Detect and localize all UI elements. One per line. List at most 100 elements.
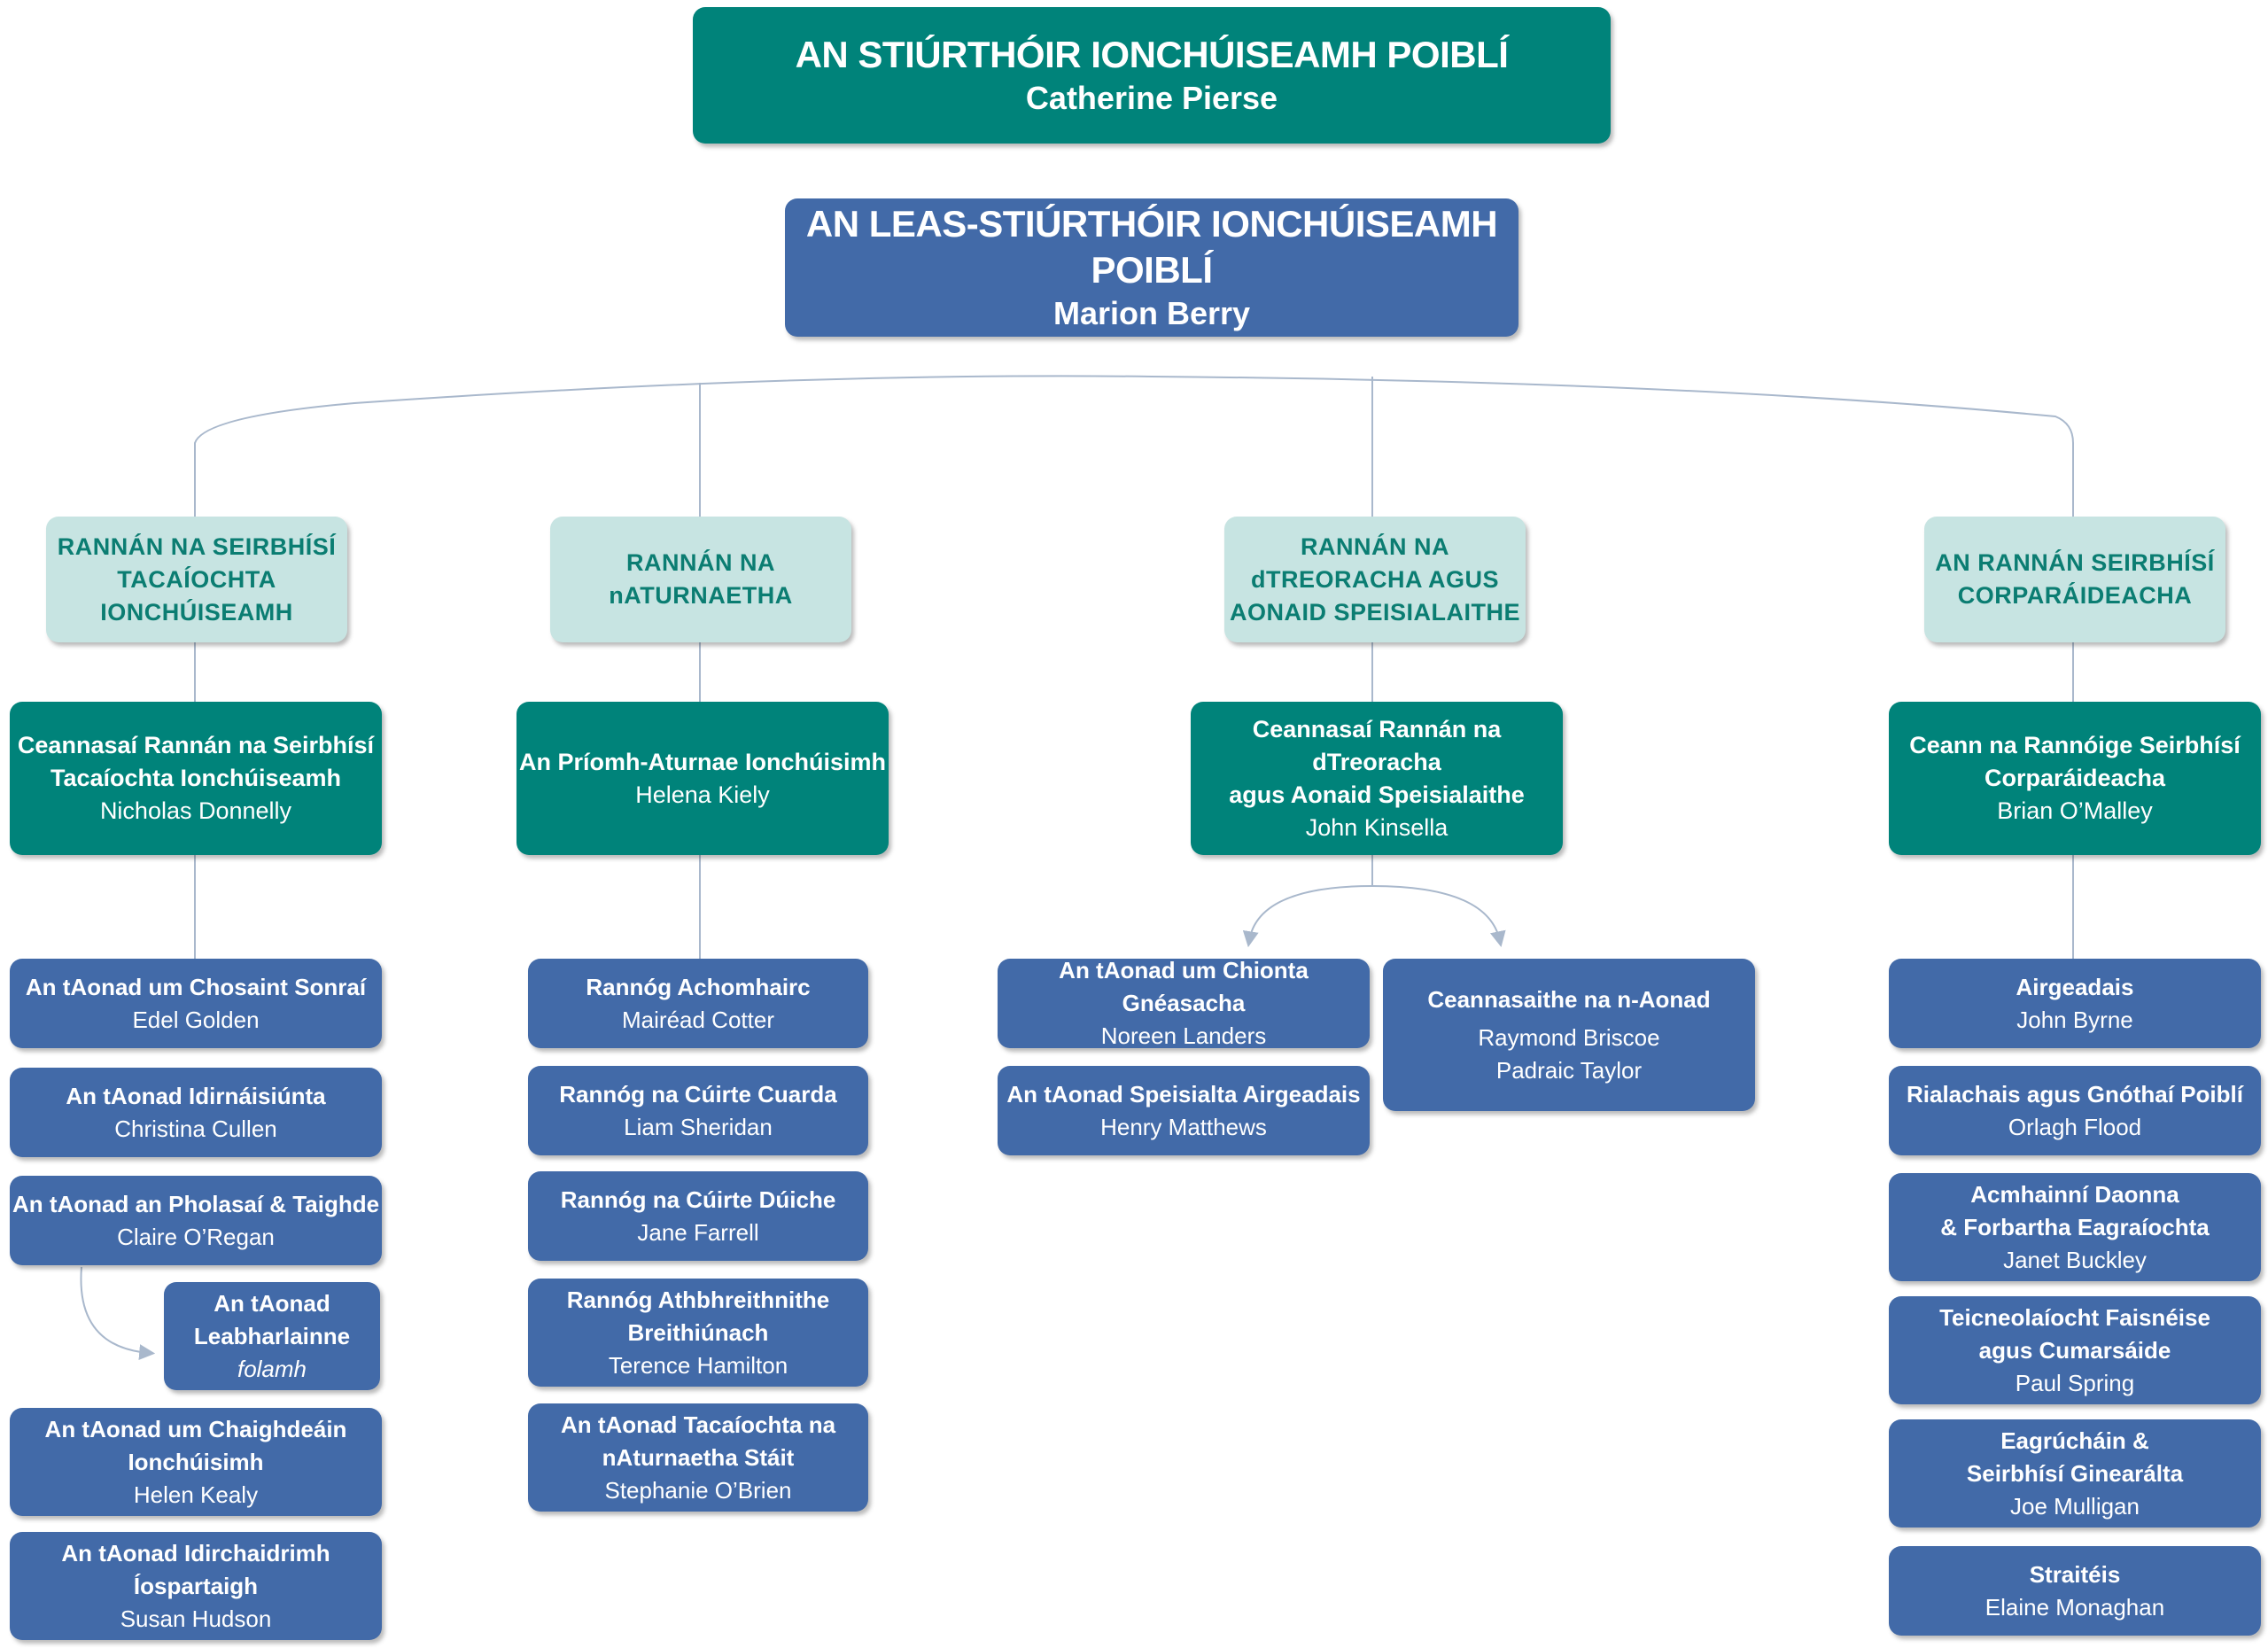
unit-title-line: Teicneolaíocht Faisnéise — [1939, 1303, 2210, 1331]
unit-title-line: Rannóg na Cúirte Cuarda — [559, 1080, 837, 1108]
unit-box: Rannóg na Cúirte Dúiche Jane Farrell — [528, 1171, 868, 1261]
division-label-solicitors: RANNÁN NA nATURNAETHA — [550, 517, 851, 642]
unit-title-line: agus Cumarsáide — [1978, 1336, 2171, 1364]
unit-title-line: Eagrúcháin & — [2000, 1426, 2149, 1454]
unit-box: Teicneolaíocht Faisnéise agus Cumarsáide… — [1889, 1296, 2261, 1404]
unit-title-line: Rannóg Athbhreithnithe — [566, 1286, 830, 1313]
unit-name: Helen Kealy — [133, 1481, 259, 1508]
unit-title-line: Rannóg Achomhairc — [586, 973, 811, 1000]
head-box-directions: Ceannasaí Rannán na dTreoracha agus Aona… — [1191, 702, 1563, 855]
unit-box: Airgeadais John Byrne — [1889, 959, 2261, 1048]
head-box-corporate: Ceann na Rannóige Seirbhísí Corparáideac… — [1889, 702, 2261, 855]
division-label-line: RANNÁN NA — [626, 549, 775, 576]
unit-name: Mairéad Cotter — [622, 1006, 774, 1033]
division-label-corporate: AN RANNÁN SEIRBHÍSÍ CORPARÁIDEACHA — [1924, 517, 2225, 642]
unit-title-line: Seirbhísí Ginearálta — [1966, 1459, 2184, 1487]
unit-name: Paul Spring — [2015, 1369, 2135, 1396]
unit-title-line: An tAonad um Chosaint Sonraí — [25, 973, 367, 1000]
unit-title-line: An tAonad — [214, 1289, 330, 1317]
division-label-prosecution-support: RANNÁN NA SEIRBHÍSÍ TACAÍOCHTA IONCHÚISE… — [46, 517, 347, 642]
unit-title-line: Rialachais agus Gnóthaí Poiblí — [1907, 1080, 2243, 1108]
unit-box: Rannóg Achomhairc Mairéad Cotter — [528, 959, 868, 1048]
unit-box: An tAonad um Chosaint Sonraí Edel Golden — [10, 959, 382, 1048]
unit-title-line: Leabharlainne — [193, 1322, 351, 1349]
deputy-title: AN LEAS-STIÚRTHÓIR IONCHÚISEAMH POIBLÍ — [805, 203, 1498, 291]
division-label-directions: RANNÁN NA dTREORACHA AGUS AONAID SPEISIA… — [1224, 517, 1526, 642]
unit-title-line: An tAonad Idirnáisiúnta — [66, 1082, 326, 1109]
head-title-line: Ceann na Rannóige Seirbhísí — [1909, 732, 2241, 758]
head-name: Brian O’Malley — [1997, 797, 2153, 824]
unit-name: Elaine Monaghan — [1984, 1593, 2165, 1621]
unit-box: An tAonad Speisialta Airgeadais Henry Ma… — [998, 1066, 1370, 1155]
unit-title-line: An tAonad Idirchaidrimh — [61, 1539, 330, 1566]
unit-name: Jane Farrell — [637, 1218, 759, 1246]
unit-name: John Byrne — [2016, 1006, 2133, 1033]
director-box: AN STIÚRTHÓIR IONCHÚISEAMH POIBLÍ Cather… — [693, 7, 1611, 144]
unit-title-line: An tAonad um Chionta Gnéasacha — [1059, 957, 1309, 1016]
split-arrow-right — [1371, 885, 1506, 948]
head-title-line: Ceannasaí Rannán na Seirbhísí — [17, 732, 375, 758]
split-arrow-left — [1242, 885, 1373, 948]
unit-name: Joe Mulligan — [2010, 1492, 2140, 1520]
director-name: Catherine Pierse — [1025, 80, 1278, 116]
division-label-line: AN RANNÁN SEIRBHÍSÍ — [1935, 549, 2215, 576]
unit-box-unit-heads: Ceannasaithe na n-Aonad Raymond Briscoe … — [1383, 959, 1755, 1111]
division-label-line: IONCHÚISEAMH — [100, 598, 293, 626]
unit-box: Rannóg Athbhreithnithe Breithiúnach Tere… — [528, 1279, 868, 1387]
unit-name: Padraic Taylor — [1495, 1056, 1643, 1084]
unit-name: Stephanie O’Brien — [604, 1476, 792, 1504]
unit-name: Edel Golden — [132, 1006, 260, 1033]
unit-name: Henry Matthews — [1100, 1113, 1267, 1140]
unit-box: An tAonad um Chaighdeáin Ionchúisimh Hel… — [10, 1408, 382, 1516]
division-label-line: CORPARÁIDEACHA — [1957, 582, 2193, 609]
unit-box: An tAonad an Pholasaí & Taighde Claire O… — [10, 1176, 382, 1265]
unit-name: Claire O’Regan — [117, 1223, 275, 1250]
unit-title-line: nAturnaetha Stáit — [602, 1443, 795, 1471]
deputy-box: AN LEAS-STIÚRTHÓIR IONCHÚISEAMH POIBLÍ M… — [785, 198, 1518, 337]
division-label-line: nATURNAETHA — [609, 582, 793, 609]
unit-name: Janet Buckley — [2003, 1246, 2147, 1273]
unit-title-line: & Forbartha Eagraíochta — [1940, 1213, 2210, 1240]
unit-box: Rialachais agus Gnóthaí Poiblí Orlagh Fl… — [1889, 1066, 2261, 1155]
unit-title-line: Ceannasaithe na n-Aonad — [1427, 985, 1711, 1013]
unit-name: Christina Cullen — [114, 1115, 277, 1142]
unit-title-line: Breithiúnach — [627, 1318, 769, 1346]
division-label-line: TACAÍOCHTA — [117, 565, 276, 593]
unit-title-line: An tAonad Speisialta Airgeadais — [1006, 1080, 1361, 1108]
head-title-line: Corparáideacha — [1984, 765, 2166, 791]
unit-title-line: Airgeadais — [2016, 973, 2134, 1000]
unit-name: Susan Hudson — [120, 1605, 272, 1632]
division-branch-arc — [194, 375, 2074, 517]
head-name: Helena Kiely — [635, 781, 770, 808]
library-arrow — [80, 1266, 156, 1361]
head-box-solicitors: An Príomh-Aturnae Ionchúisimh Helena Kie… — [517, 702, 889, 855]
unit-title-line: Ionchúisimh — [128, 1448, 264, 1475]
unit-title-line: Straitéis — [2029, 1560, 2121, 1588]
unit-title-line: An tAonad um Chaighdeáin — [44, 1415, 347, 1442]
unit-title-line: An tAonad an Pholasaí & Taighde — [12, 1190, 380, 1217]
deputy-name: Marion Berry — [1052, 295, 1251, 331]
head-title-line: Ceannasaí Rannán na dTreoracha — [1252, 715, 1502, 775]
unit-name: Terence Hamilton — [608, 1351, 788, 1379]
unit-box: Rannóg na Cúirte Cuarda Liam Sheridan — [528, 1066, 868, 1155]
head-title-line: agus Aonaid Speisialaithe — [1229, 781, 1525, 808]
unit-box: An tAonad Idirnáisiúnta Christina Cullen — [10, 1068, 382, 1157]
division-label-line: dTREORACHA AGUS — [1251, 565, 1499, 593]
unit-box: An tAonad Idirchaidrimh Íospartaigh Susa… — [10, 1532, 382, 1640]
head-name: John Kinsella — [1305, 813, 1449, 841]
unit-title-line: Rannóg na Cúirte Dúiche — [560, 1185, 836, 1213]
unit-name: Noreen Landers — [1100, 1022, 1267, 1049]
unit-box: Eagrúcháin & Seirbhísí Ginearálta Joe Mu… — [1889, 1419, 2261, 1528]
unit-name: Orlagh Flood — [2008, 1113, 2142, 1140]
unit-name-vacant: folamh — [237, 1355, 307, 1382]
unit-box: Acmhainní Daonna & Forbartha Eagraíochta… — [1889, 1173, 2261, 1281]
division-label-line: RANNÁN NA SEIRBHÍSÍ — [57, 532, 337, 560]
unit-title-line: Íospartaigh — [133, 1572, 259, 1599]
head-title-line: Tacaíochta Ionchúiseamh — [50, 765, 342, 791]
division-label-line: RANNÁN NA — [1301, 532, 1449, 560]
unit-box: Straitéis Elaine Monaghan — [1889, 1546, 2261, 1636]
head-box-prosecution-support: Ceannasaí Rannán na Seirbhísí Tacaíochta… — [10, 702, 382, 855]
unit-name: Liam Sheridan — [624, 1113, 773, 1140]
unit-box: An tAonad Tacaíochta na nAturnaetha Stái… — [528, 1403, 868, 1512]
director-title: AN STIÚRTHÓIR IONCHÚISEAMH POIBLÍ — [795, 34, 1509, 75]
